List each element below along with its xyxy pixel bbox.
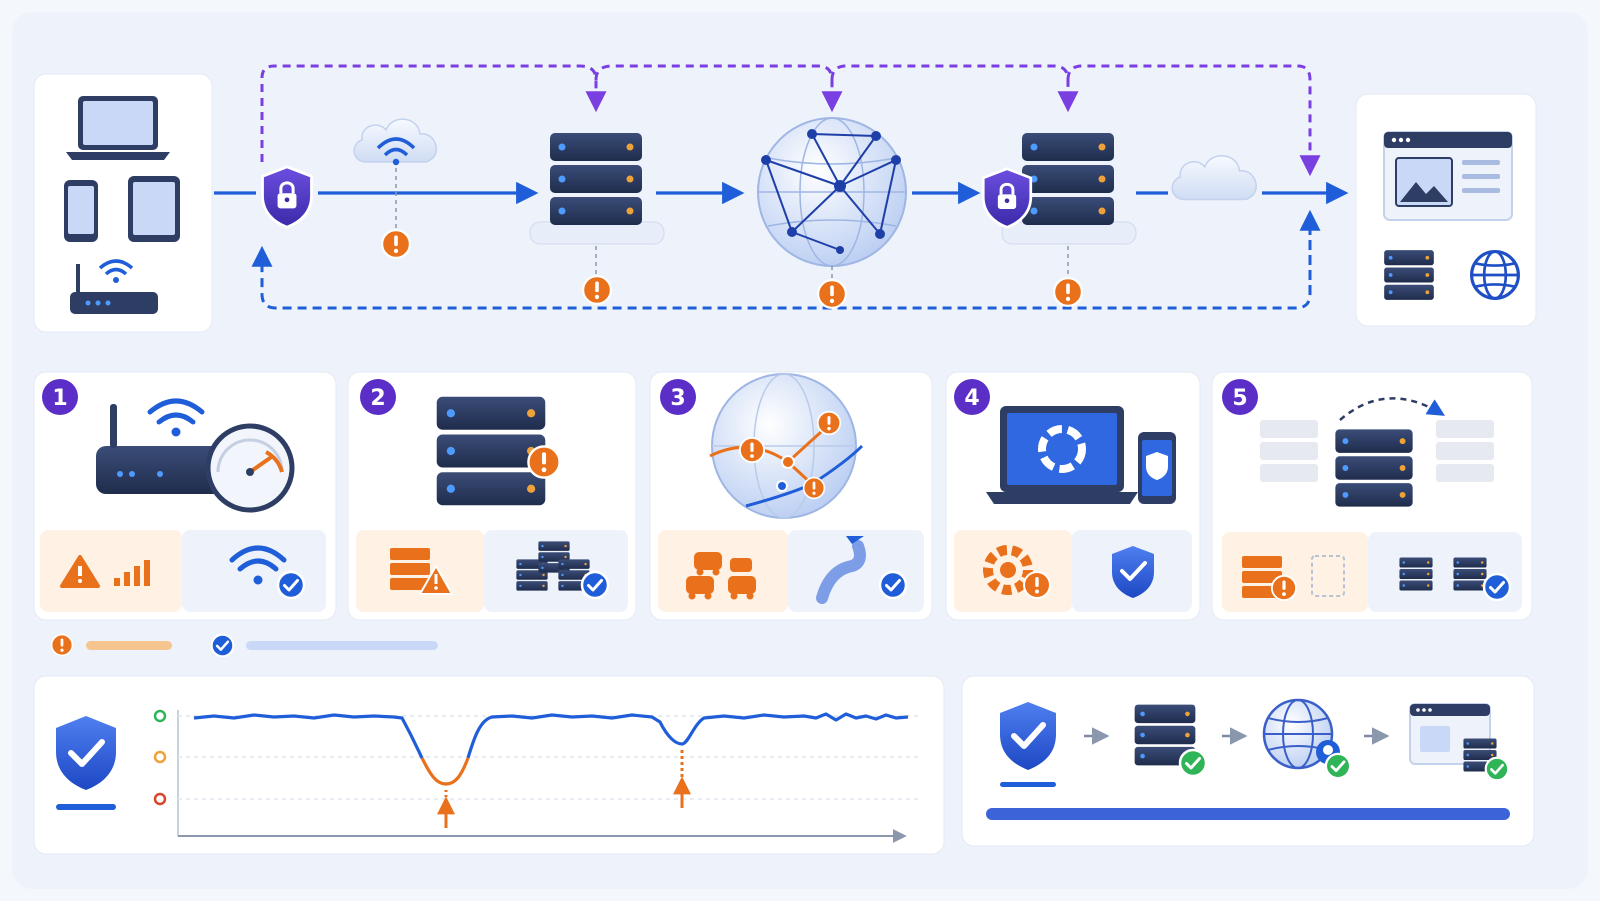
resolved-web-app-icon	[1409, 703, 1497, 772]
internet-globe-icon	[757, 117, 907, 278]
wifi-warning-icon	[381, 229, 411, 259]
outage-segment	[420, 757, 470, 786]
legend-warning-icon	[50, 633, 74, 657]
svg-text:4: 4	[964, 386, 979, 411]
route-warning-icon-3	[802, 476, 826, 500]
resolution-progress-bar	[986, 808, 1510, 820]
incident-arrows	[437, 750, 691, 828]
resolved-shield-icon	[1000, 702, 1056, 787]
monitoring-panel	[33, 675, 945, 855]
resolution-panel	[961, 675, 1535, 847]
route-warning-icon-1	[738, 436, 766, 464]
level-good-marker	[153, 709, 167, 723]
step-badge-2: 2	[360, 379, 396, 415]
step-card-5	[1211, 371, 1533, 621]
step-badge-1: 1	[42, 379, 78, 415]
step-badge-3: 3	[660, 379, 696, 415]
overloaded-server-icon	[390, 548, 453, 595]
level-markers	[153, 709, 167, 806]
level-degraded-marker	[153, 750, 167, 764]
server-ok-icon	[1178, 748, 1208, 778]
step-badge-4: 4	[954, 379, 990, 415]
secure-server-warning-icon	[1053, 277, 1083, 307]
step-card-2	[347, 371, 637, 621]
destination-services-panel	[1355, 93, 1537, 327]
optimized-route-icon	[816, 536, 908, 604]
traffic-congestion-icon	[686, 552, 756, 600]
web-app-icon	[1383, 131, 1513, 221]
tablet-icon	[128, 176, 180, 242]
control-loop-arrows	[260, 64, 1321, 177]
legend-check-icon	[210, 633, 235, 658]
edge-server-icon	[529, 133, 665, 274]
smartphone-icon	[64, 180, 98, 242]
svg-text:1: 1	[52, 386, 67, 411]
step-badges: 1 2 3 4 5	[42, 379, 1258, 415]
server-migrate-icon	[1260, 397, 1494, 507]
internet-warning-icon	[817, 279, 847, 309]
legend-ok-bar	[246, 641, 438, 650]
weak-signal-warning-icon	[60, 555, 150, 588]
laptop-sync-icon	[986, 406, 1176, 504]
svg-text:2: 2	[370, 386, 385, 411]
edge-server-warning-icon	[582, 275, 612, 305]
config-error-icon	[983, 545, 1051, 599]
server-alert-icon	[436, 396, 546, 506]
client-devices-panel	[33, 73, 213, 333]
level-down-marker	[153, 792, 167, 806]
return-path-arrows	[251, 209, 1321, 310]
globe-ok-icon	[1324, 752, 1352, 780]
performance-line	[193, 712, 909, 759]
step-card-4	[945, 371, 1201, 621]
legend	[50, 633, 438, 658]
shield-check-icon	[56, 716, 116, 810]
laptop-icon	[66, 96, 170, 160]
server-alert-warning-icon	[527, 445, 561, 479]
wifi-cloud-icon	[353, 118, 438, 228]
route-warning-icon-2	[816, 410, 842, 436]
svg-text:5: 5	[1232, 386, 1247, 411]
secure-server-icon	[1001, 133, 1137, 276]
step-card-3	[649, 371, 933, 621]
wifi-ok-icon	[229, 545, 306, 600]
web-app-ok-icon	[1484, 756, 1510, 782]
database-server-icon	[1384, 250, 1434, 300]
security-shield-ok-icon	[1112, 546, 1154, 598]
step-badge-5: 5	[1222, 379, 1258, 415]
globe-routes-icon	[709, 373, 864, 519]
failing-server-icon	[1242, 555, 1345, 602]
router-speed-icon	[96, 398, 295, 513]
legend-warning-bar	[86, 641, 172, 650]
svg-text:3: 3	[670, 386, 685, 411]
wifi-router-icon	[70, 259, 158, 314]
step-card-1	[33, 371, 337, 621]
